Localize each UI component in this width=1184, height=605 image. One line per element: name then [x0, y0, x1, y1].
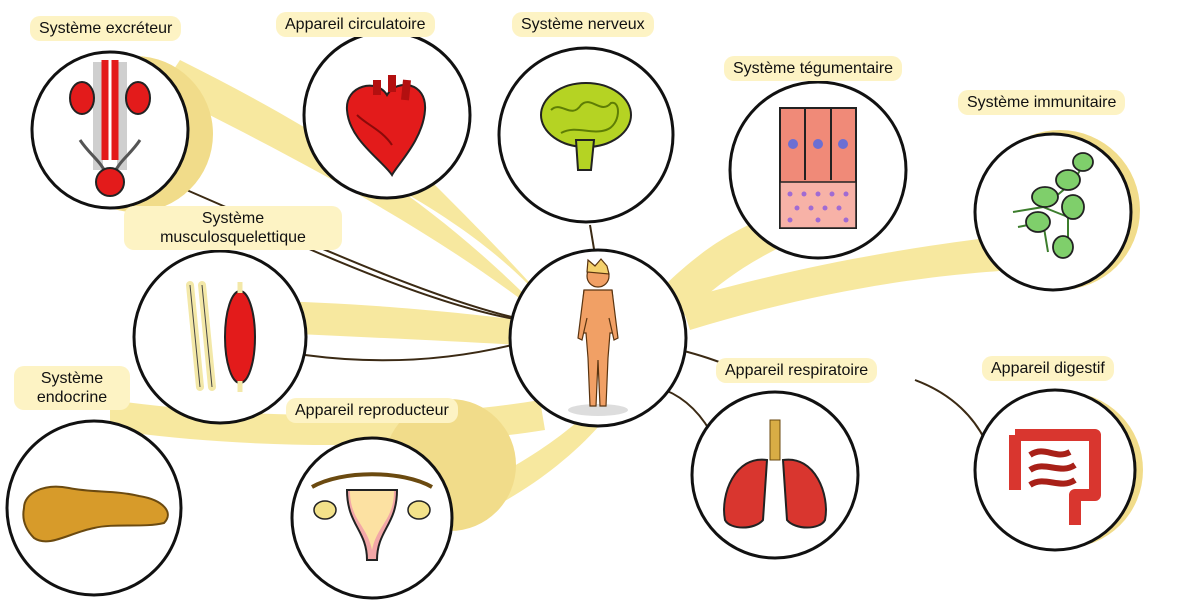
uterus-icon [311, 472, 433, 561]
label-integumentary: Système tégumentaire [724, 56, 903, 81]
label-digestive: Appareil digestif [982, 356, 1114, 381]
label-endocrine: Système endocrine [14, 366, 130, 410]
label-nervous: Système nerveux [512, 12, 654, 37]
kidneys-bladder-icon [69, 60, 151, 197]
label-musculoskeletal-line2: musculosquelettique [160, 229, 306, 246]
label-reproductive: Appareil reproducteur [286, 398, 458, 423]
label-musculoskeletal: Système musculosquelettique [124, 206, 342, 250]
skin-cells-icon [779, 107, 857, 229]
brain-icon [540, 82, 632, 171]
lymph-nodes-icon [1012, 152, 1094, 259]
respiratory-circle [690, 390, 860, 560]
label-musculoskeletal-line1: Système [201, 210, 265, 227]
label-respiratory: Appareil respiratoire [716, 358, 878, 383]
label-endocrine-line1: Système [40, 370, 104, 387]
heart-icon [345, 75, 427, 177]
lungs-icon [723, 419, 827, 529]
label-immune: Système immunitaire [958, 90, 1126, 115]
label-excretory: Système excréteur [30, 16, 182, 41]
label-circulatory: Appareil circulatoire [276, 12, 435, 37]
pancreas-icon [22, 485, 169, 543]
label-endocrine-line2: endocrine [36, 389, 108, 406]
intestines-icon [1009, 429, 1101, 525]
human-body-icon [568, 258, 628, 416]
musculoskeletal-circle [132, 249, 308, 425]
bone-muscle-icon [186, 281, 256, 392]
